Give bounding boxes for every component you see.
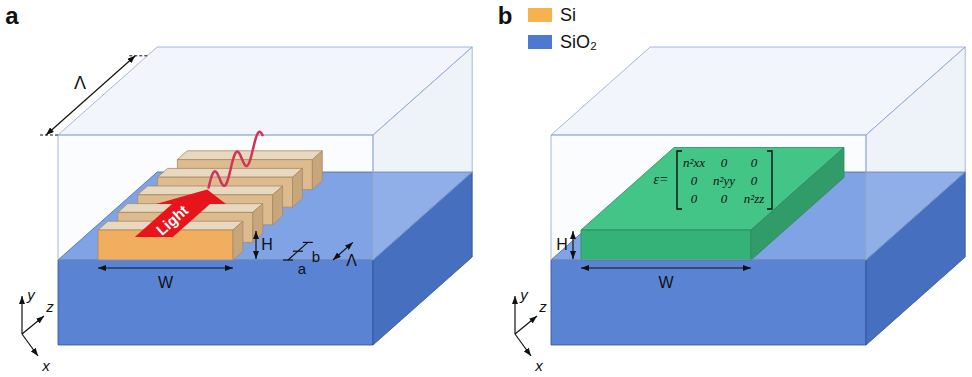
substrate-front: [58, 260, 373, 345]
matrix-entry: 0: [721, 156, 728, 169]
substrate-front: [551, 260, 866, 345]
axis-arrow: [515, 334, 531, 356]
grating-waveguide: [22, 47, 472, 356]
legend-swatch: [528, 35, 552, 49]
matrix-entry: 0: [721, 192, 728, 205]
axis-arrow: [22, 334, 38, 356]
dimension-label: W: [158, 275, 173, 291]
dimension-line: [288, 242, 308, 260]
extension-line: [129, 55, 147, 56]
dimension-label: H: [556, 237, 568, 253]
dimension-label: b: [312, 248, 320, 263]
axis-label: y: [520, 287, 528, 302]
matrix-entry: n²yy: [713, 174, 735, 187]
panel-label: b: [498, 4, 513, 28]
light-wave: [208, 132, 263, 189]
axis-arrow: [514, 296, 515, 334]
dimension-label: W: [658, 275, 673, 291]
matrix-entry: 0: [751, 174, 758, 187]
cladding-front: [551, 135, 866, 260]
dimension-line: [572, 231, 573, 259]
axis-arrow: [21, 296, 22, 334]
matrix-entry: 0: [691, 174, 698, 187]
dimension-label: a: [298, 261, 306, 276]
dimension-tick: [283, 259, 293, 260]
matrix-entry: 0: [751, 156, 758, 169]
dimension-label: H: [261, 237, 273, 253]
dimension-tick: [303, 242, 313, 243]
equivalent-waveguide: [515, 47, 965, 356]
axis-arrow: [515, 316, 537, 334]
dimension-line: [581, 267, 751, 268]
dimension-label: Λ: [346, 253, 357, 269]
legend-label: Si: [560, 6, 576, 24]
legend-entry: Si: [528, 6, 576, 24]
matrix-entry: n²xx: [683, 156, 705, 169]
legend-label: SiO₂: [560, 33, 597, 51]
matrix-bracket: [767, 151, 772, 209]
matrix-bracket: [677, 151, 682, 209]
legend-swatch: [528, 8, 552, 22]
axis-label: x: [535, 358, 543, 373]
extension-line: [40, 135, 58, 136]
dimension-line: [255, 231, 256, 259]
matrix-entry: 0: [691, 192, 698, 205]
dimension-label: Λ: [74, 74, 86, 92]
dimension-tick: [293, 251, 303, 252]
cladding-right: [373, 47, 472, 260]
dimension-line: [98, 267, 233, 268]
legend-entry: SiO₂: [528, 33, 597, 51]
matrix-symbol: ε=: [654, 173, 669, 187]
cladding-front: [58, 135, 373, 260]
dimension-line: [46, 56, 135, 135]
axis-label: z: [46, 299, 54, 314]
matrix-entry: n²zz: [744, 192, 765, 205]
axis-label: x: [42, 358, 50, 373]
cladding-right: [866, 47, 965, 260]
axis-label: z: [539, 299, 547, 314]
axis-label: y: [27, 287, 35, 302]
axis-arrow: [22, 316, 44, 334]
panel-label: a: [5, 4, 18, 28]
